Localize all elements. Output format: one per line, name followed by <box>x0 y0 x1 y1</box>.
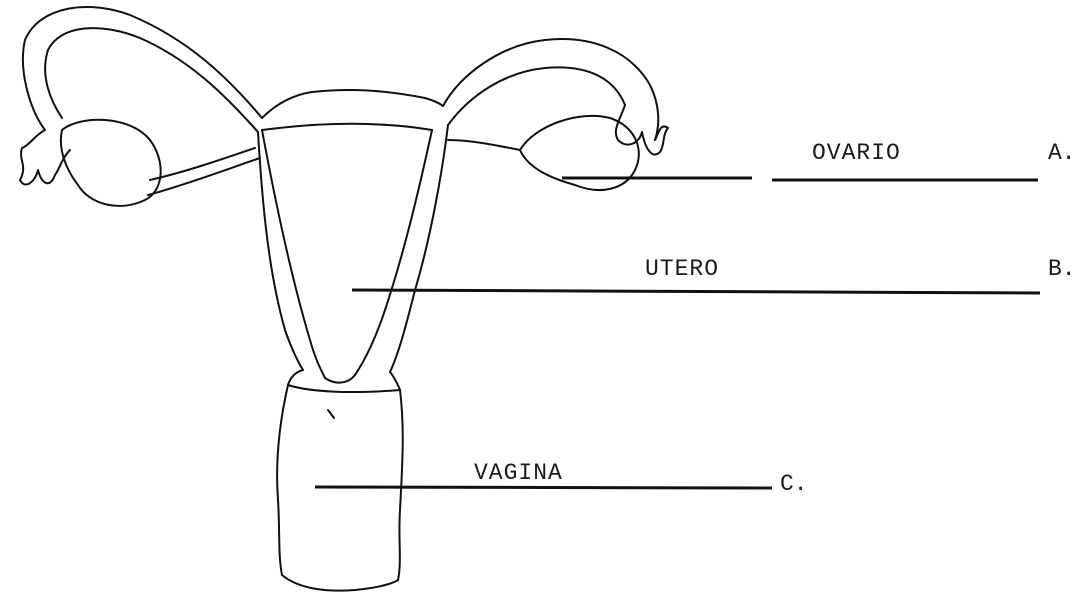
letter-a: A. <box>1048 142 1076 165</box>
label-ovary: OVARIO <box>812 142 901 165</box>
uterus-left-wall <box>258 132 303 370</box>
vagina-bottom <box>282 575 398 591</box>
leader-line-uterus <box>352 290 1040 293</box>
uterine-cavity-left <box>262 130 325 378</box>
vagina-left-wall <box>277 385 288 575</box>
right-tube-to-ovary <box>448 140 520 150</box>
uterine-cavity-right <box>355 130 432 375</box>
cervix-top <box>288 385 400 392</box>
letter-c: C. <box>780 473 808 496</box>
vagina-mark <box>328 410 334 418</box>
uterine-cavity <box>262 124 432 130</box>
uterine-cavity-bottom <box>325 375 355 383</box>
uterus-fundus <box>262 90 443 118</box>
left-ovary <box>61 120 161 206</box>
leader-line-vagina <box>315 487 772 488</box>
label-uterus: UTERO <box>645 258 719 281</box>
vagina-right-wall <box>398 390 403 580</box>
left-ovarian-ligament <box>148 148 260 195</box>
cervix-outline <box>288 370 400 390</box>
uterus-right-wall <box>390 125 448 372</box>
right-fimbriae <box>616 105 668 155</box>
label-vagina: VAGINA <box>474 462 563 485</box>
letter-b: B. <box>1048 258 1076 281</box>
